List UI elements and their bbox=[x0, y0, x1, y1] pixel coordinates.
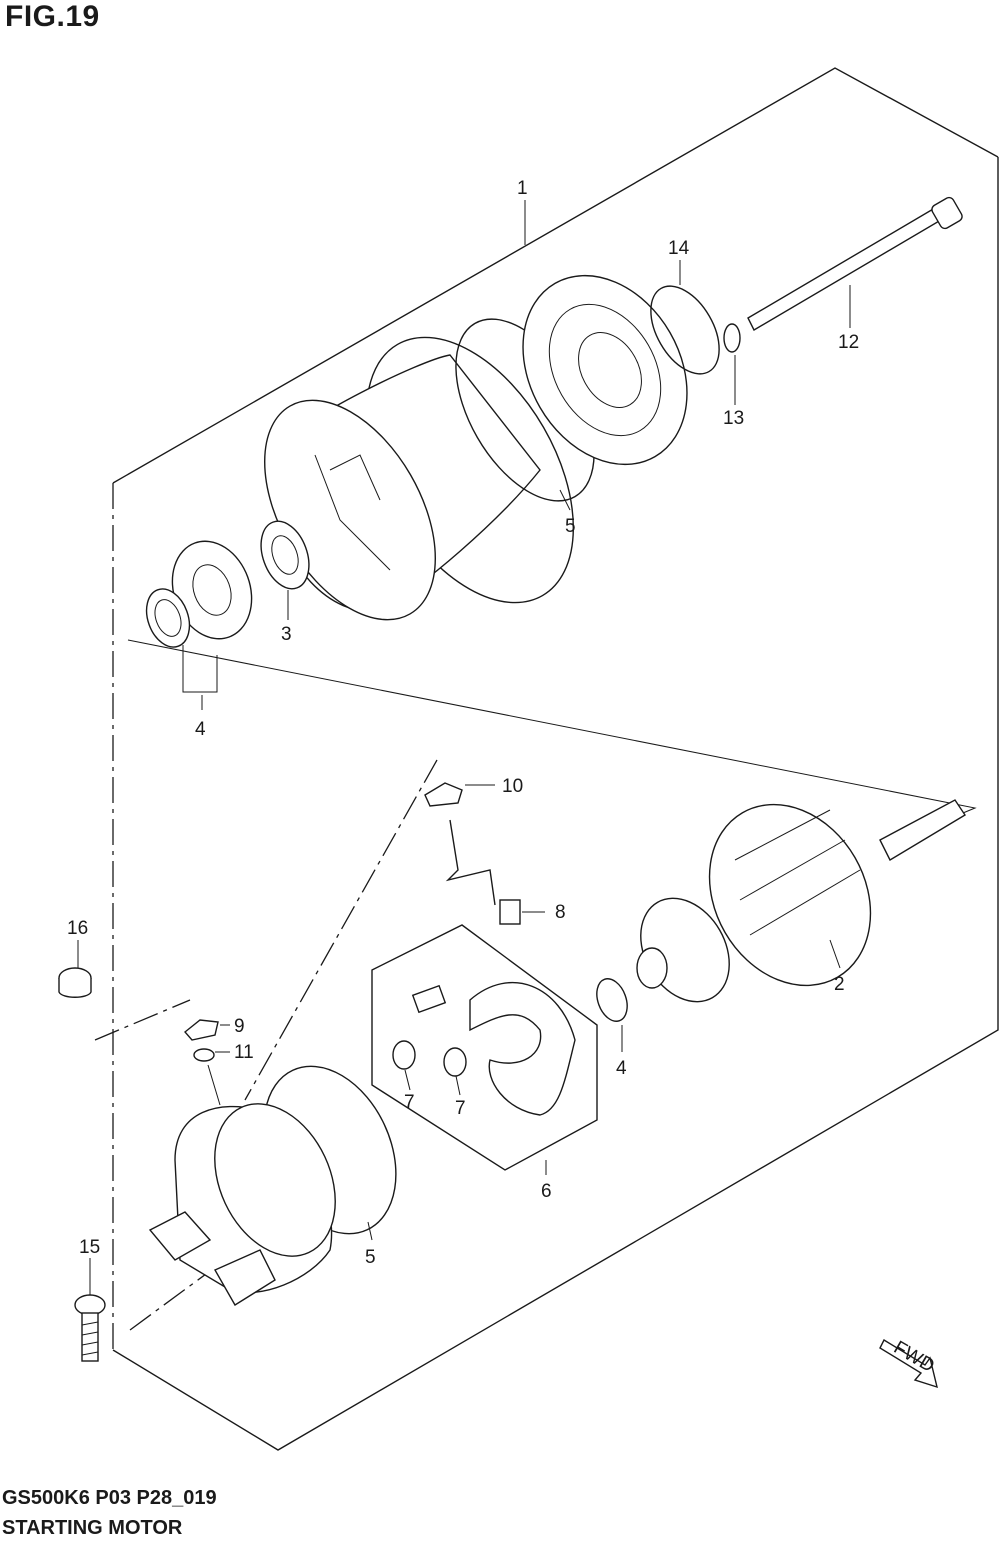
callout-1: 1 bbox=[517, 178, 528, 199]
shim-4-upper-part bbox=[145, 540, 253, 648]
callout-10: 10 bbox=[502, 776, 523, 797]
callout-labels: 1 2 3 4 4 5 5 6 7 7 8 9 10 11 12 13 14 1… bbox=[67, 178, 859, 1268]
callout-14: 14 bbox=[668, 238, 690, 259]
callout-5-upper: 5 bbox=[565, 516, 576, 537]
callout-4-upper: 4 bbox=[195, 719, 206, 740]
figure-title: FIG.19 bbox=[5, 0, 100, 33]
insulator-10-part bbox=[424, 782, 463, 807]
nut-16-part bbox=[58, 967, 92, 998]
through-bolt-12-part bbox=[747, 196, 963, 331]
fwd-arrow-icon: FWD bbox=[879, 1337, 938, 1389]
end-cover-lower-part bbox=[148, 1103, 336, 1306]
yoke-housing-part bbox=[264, 336, 575, 621]
callout-3: 3 bbox=[281, 624, 292, 645]
brush-holder-6-part bbox=[371, 924, 598, 1171]
washer-13-part bbox=[723, 323, 741, 353]
model-code: GS500K6 P03 P28_019 bbox=[2, 1487, 217, 1509]
callout-13: 13 bbox=[723, 408, 744, 429]
callout-4-lower: 4 bbox=[616, 1058, 627, 1079]
armature-2-part bbox=[636, 799, 966, 1003]
insulator-9-part bbox=[183, 1019, 219, 1041]
callout-2: 2 bbox=[834, 974, 845, 995]
callout-7a: 7 bbox=[404, 1092, 415, 1113]
washer-4-lower-part bbox=[596, 978, 628, 1022]
callout-16: 16 bbox=[67, 918, 88, 939]
bearing-3-part bbox=[260, 520, 310, 590]
o-ring-14-part bbox=[650, 285, 720, 375]
svg-text:FWD: FWD bbox=[890, 1337, 938, 1377]
callout-6: 6 bbox=[541, 1181, 552, 1202]
callout-7b: 7 bbox=[455, 1098, 466, 1119]
callout-12: 12 bbox=[838, 332, 859, 353]
o-ring-11-part bbox=[193, 1048, 215, 1062]
callout-9: 9 bbox=[234, 1016, 245, 1037]
end-cover-upper-part bbox=[522, 274, 688, 466]
leader-lines bbox=[77, 200, 851, 1295]
callout-5-lower: 5 bbox=[365, 1247, 376, 1268]
callout-8: 8 bbox=[555, 902, 566, 923]
callout-11: 11 bbox=[234, 1042, 254, 1063]
brush-8-part bbox=[445, 819, 521, 925]
screw-15-part bbox=[74, 1294, 106, 1362]
assembly-name: STARTING MOTOR bbox=[2, 1517, 183, 1539]
callout-15: 15 bbox=[79, 1237, 100, 1258]
